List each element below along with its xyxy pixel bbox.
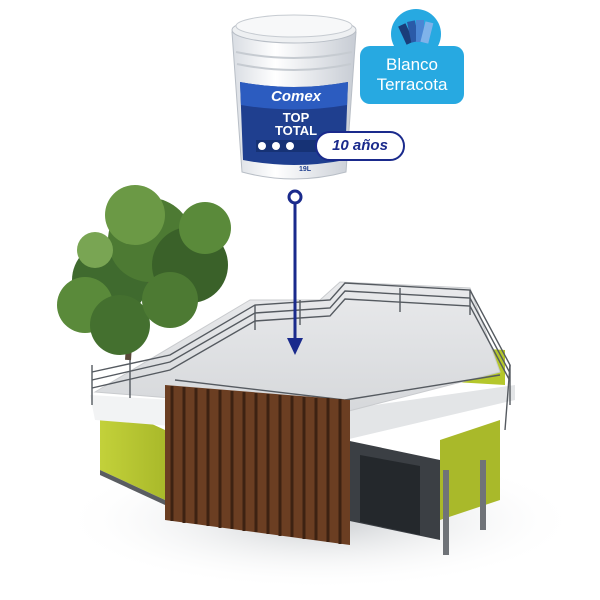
tree: [57, 185, 231, 361]
color-badge-line-2: Terracota: [376, 75, 448, 94]
paint-bucket: [231, 14, 357, 180]
bucket-product-line-2: TOTAL: [274, 123, 318, 138]
house: [90, 281, 515, 555]
bucket-volume: 19L: [298, 166, 312, 173]
bucket-brand-logo: Comex: [270, 88, 322, 105]
color-badge: Blanco Terracota: [360, 46, 464, 104]
wood-slat-screen: [165, 385, 350, 545]
color-badge-line-1: Blanco: [386, 55, 438, 74]
color-swatch-icon: [398, 20, 434, 45]
bucket-product-line-1: TOP: [282, 110, 310, 125]
pointer-arrow: [287, 189, 303, 355]
warranty-pill: 10 años: [315, 131, 405, 161]
